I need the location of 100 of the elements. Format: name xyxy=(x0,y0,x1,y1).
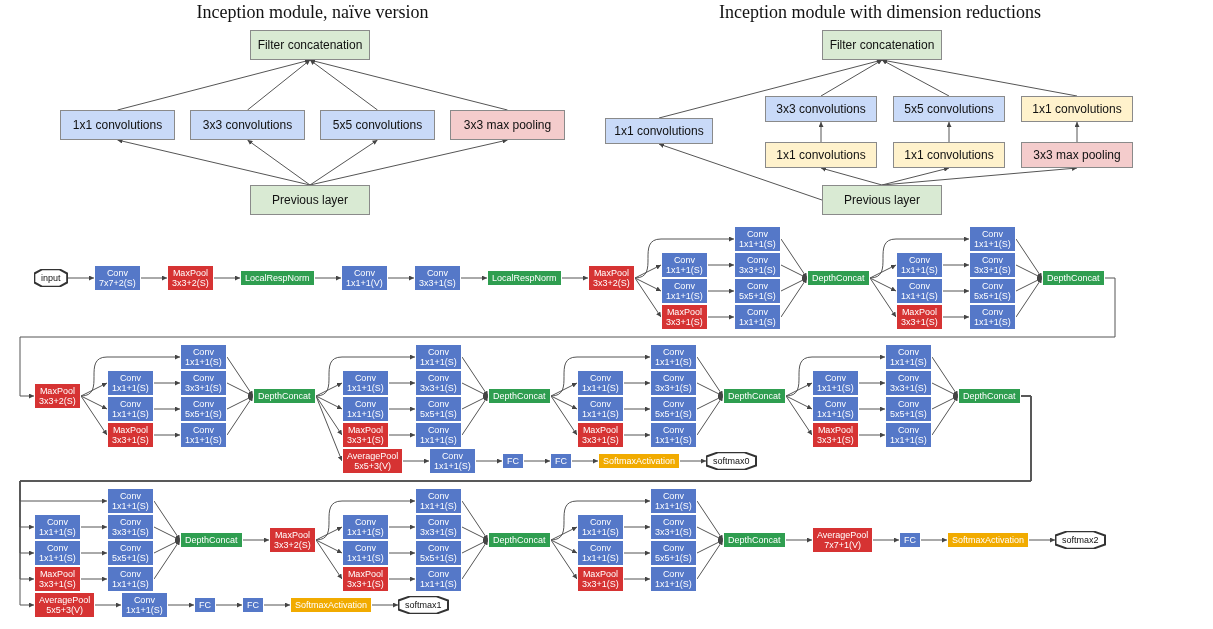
module-box: 1x1 convolutions xyxy=(605,118,713,144)
octagon-node: input xyxy=(34,269,68,287)
pooling-layer-box: MaxPool 3x3+2(S) xyxy=(588,265,635,291)
arrow xyxy=(858,406,886,412)
arrow xyxy=(461,395,489,436)
layer-box: Conv 3x3+1(S) xyxy=(885,370,932,396)
arrow xyxy=(153,539,181,554)
arrow xyxy=(942,314,970,320)
layer-box: Conv 3x3+1(S) xyxy=(107,514,154,540)
pooling-layer-box: MaxPool 3x3+1(S) xyxy=(812,422,859,448)
arrow xyxy=(461,539,489,554)
layer-box: Conv 1x1+1(S) xyxy=(969,226,1016,252)
arrow xyxy=(696,356,724,397)
arrow xyxy=(67,275,95,281)
arrow xyxy=(920,537,948,543)
arrow xyxy=(153,539,181,580)
arrow xyxy=(460,275,488,281)
arrow xyxy=(869,277,897,318)
module-box: 1x1 convolutions xyxy=(1021,96,1133,122)
arrow xyxy=(550,539,578,580)
module-box: 5x5 convolutions xyxy=(893,96,1005,122)
module-box: 3x3 convolutions xyxy=(190,110,305,140)
layer-box: Conv 1x1+1(S) xyxy=(429,448,476,474)
layer-box: Conv 1x1+1(S) xyxy=(342,540,389,566)
layer-box: Conv 5x5+1(S) xyxy=(415,540,462,566)
arrow xyxy=(153,432,181,438)
arrow xyxy=(388,524,416,530)
arrow xyxy=(942,288,970,294)
module-box: Previous layer xyxy=(822,185,942,215)
arrow xyxy=(388,406,416,412)
arrow xyxy=(623,406,651,412)
layer-box: Conv 1x1+1(S) xyxy=(34,514,81,540)
arrow xyxy=(315,395,343,410)
concat-layer-box: LocalRespNorm xyxy=(487,270,562,286)
heading: Inception module with dimension reductions xyxy=(719,2,1041,23)
arrow xyxy=(623,576,651,582)
pooling-layer-box: MaxPool 3x3+1(S) xyxy=(107,422,154,448)
layer-box: FC xyxy=(194,597,216,613)
arrow xyxy=(780,238,808,279)
arrow xyxy=(1015,238,1043,279)
layer-box: Conv 1x1+1(S) xyxy=(734,226,781,252)
module-box: 3x3 convolutions xyxy=(765,96,877,122)
layer-box: Conv 1x1+1(S) xyxy=(812,370,859,396)
arrow xyxy=(213,275,241,281)
layer-box: Conv 5x5+1(S) xyxy=(650,396,697,422)
arrow xyxy=(550,382,578,397)
layer-box: Conv 5x5+1(S) xyxy=(650,540,697,566)
arrow xyxy=(247,139,311,186)
arrow xyxy=(388,432,416,438)
octagon-node: softmax2 xyxy=(1055,531,1106,549)
layer-box: Conv 1x1+1(V) xyxy=(341,265,388,291)
arrow xyxy=(80,524,108,530)
layer-box: Conv 1x1+1(S) xyxy=(34,540,81,566)
arrow xyxy=(153,380,181,386)
arrow xyxy=(634,236,735,279)
arrow xyxy=(623,550,651,556)
arrow xyxy=(461,500,489,541)
pooling-layer-box: MaxPool 3x3+1(S) xyxy=(342,566,389,592)
arrow xyxy=(80,576,108,582)
arrow xyxy=(623,432,651,438)
concat-layer-box: DepthConcat xyxy=(253,388,316,404)
layer-box: Conv 1x1+1(S) xyxy=(969,304,1016,330)
arrow xyxy=(475,458,503,464)
layer-box: Conv 5x5+1(S) xyxy=(415,396,462,422)
concat-layer-box: DepthConcat xyxy=(807,270,870,286)
arrow xyxy=(80,395,108,410)
concat-layer-box: LocalRespNorm xyxy=(240,270,315,286)
arrow xyxy=(1015,277,1043,318)
arrow xyxy=(461,382,489,397)
pooling-layer-box: MaxPool 3x3+1(S) xyxy=(34,566,81,592)
arrow xyxy=(696,395,724,410)
arrow xyxy=(388,576,416,582)
arrow xyxy=(315,498,416,541)
layer-box: FC xyxy=(502,453,524,469)
arrow xyxy=(226,356,254,397)
layer-box: Conv 3x3+1(S) xyxy=(415,514,462,540)
arrow xyxy=(634,277,662,292)
layer-box: Conv 1x1+1(S) xyxy=(415,344,462,370)
layer-box: Conv 3x3+1(S) xyxy=(414,265,461,291)
layer-box: Conv 1x1+1(S) xyxy=(661,252,708,278)
layer-box: Conv 3x3+1(S) xyxy=(650,370,697,396)
layer-box: Conv 1x1+1(S) xyxy=(107,566,154,592)
layer-box: Conv 3x3+1(S) xyxy=(734,252,781,278)
pooling-layer-box: MaxPool 3x3+1(S) xyxy=(342,422,389,448)
arrow xyxy=(881,59,950,97)
arrow xyxy=(309,59,378,111)
arrow xyxy=(696,382,724,397)
pooling-layer-box: MaxPool 3x3+1(S) xyxy=(661,304,708,330)
layer-box: Conv 1x1+1(S) xyxy=(650,488,697,514)
arrow xyxy=(315,526,343,541)
arrow xyxy=(696,539,724,580)
arrow xyxy=(869,236,970,279)
arrow xyxy=(315,354,416,397)
arrow xyxy=(167,602,195,608)
arrow xyxy=(872,537,900,543)
arrow xyxy=(1015,264,1043,279)
arrow xyxy=(371,602,399,608)
layer-box: Conv 3x3+1(S) xyxy=(180,370,227,396)
layer-box: Conv 7x7+2(S) xyxy=(94,265,141,291)
arrow xyxy=(658,143,823,201)
